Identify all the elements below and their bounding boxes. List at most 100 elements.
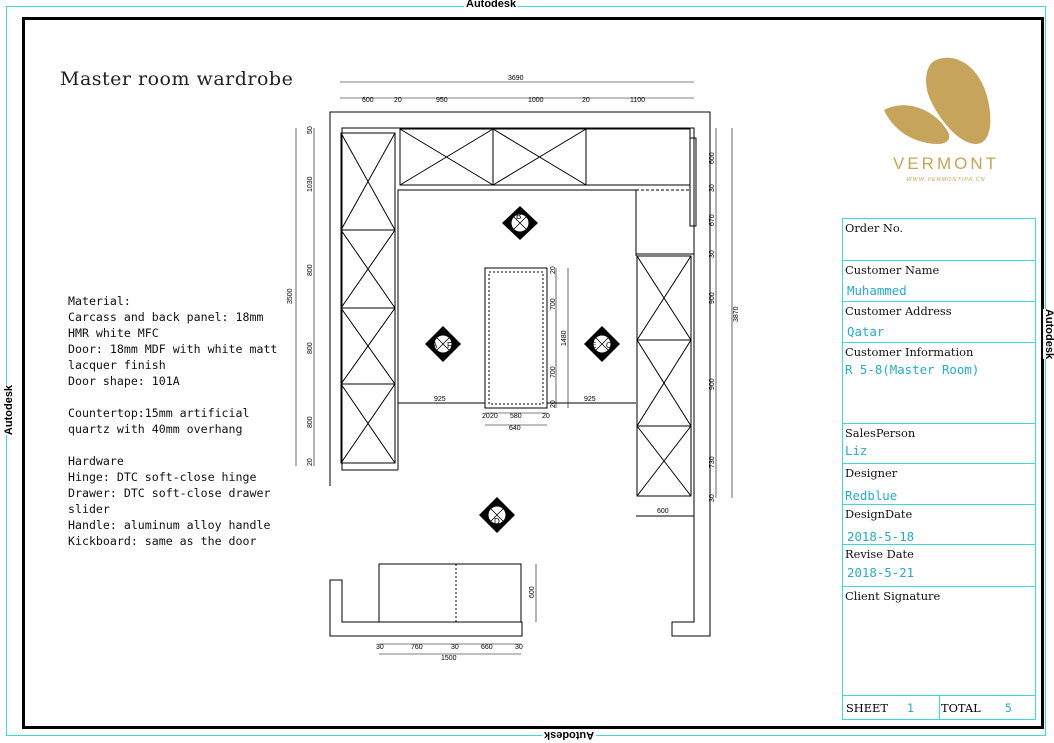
revise-date-label: Revise Date <box>845 547 914 561</box>
hardware-line: Hinge: DTC soft-close hinge <box>68 470 257 484</box>
dim-right: 30 <box>709 494 716 502</box>
material-line: Carcass and back panel: 18mm <box>68 310 264 324</box>
dim-bottom: 30 <box>376 644 384 651</box>
customer-address-label: Customer Address <box>845 304 952 318</box>
brand-url: WWW.VERMONTIPA.CN <box>906 177 986 183</box>
bottom-wall <box>329 579 523 637</box>
dim-island-bottom: 20 <box>490 413 498 420</box>
material-line: HMR white MFC <box>68 326 159 340</box>
dim-top: 20 <box>394 97 402 104</box>
dim-island-bottom: 20 <box>542 413 550 420</box>
dim-bottom: 760 <box>411 644 423 651</box>
dim-left-gap: 925 <box>434 396 446 403</box>
hardware-line: Handle: aluminum alloy handle <box>68 518 271 532</box>
marker-letter: A <box>432 341 438 350</box>
signature-row: Client Signature <box>843 587 1035 696</box>
customer-name-value: Muhammed <box>847 283 907 298</box>
island <box>484 267 548 409</box>
marker-letter: C <box>606 341 612 350</box>
marker-letter: B <box>516 212 521 221</box>
hardware-line: Kickboard: same as the door <box>68 534 257 548</box>
dim-left: 800 <box>307 416 314 428</box>
dim-left: 800 <box>307 264 314 276</box>
dim-bottom-total: 1500 <box>441 655 457 662</box>
dim-right: 900 <box>709 292 716 304</box>
material-line: Door: 18mm MDF with white matt <box>68 342 278 356</box>
view-marker-d: D <box>479 497 515 533</box>
top-right-cabinet <box>585 128 691 186</box>
customer-info-value: R 5-8(Master Room) <box>845 362 980 377</box>
frame-label-top: Autodesk <box>464 0 519 10</box>
dim-right: 900 <box>709 378 716 390</box>
sheet-value: 1 <box>907 701 914 715</box>
dim-right-depth: 600 <box>657 508 669 515</box>
bottom-bench <box>378 563 522 623</box>
title-block: Order No. Customer Name Muhammed Custome… <box>842 218 1036 720</box>
view-marker-af: A F <box>425 326 461 362</box>
hardware-line: slider <box>68 502 110 516</box>
dim-island-width: 640 <box>509 425 521 432</box>
order-no-label: Order No. <box>845 221 904 235</box>
total-label: TOTAL <box>941 701 981 715</box>
dim-top: 600 <box>362 97 374 104</box>
sheet-row: SHEET 1 TOTAL 5 <box>843 696 1035 719</box>
order-no-row: Order No. <box>843 219 1035 261</box>
signature-label: Client Signature <box>845 589 941 603</box>
dim-bottom: 660 <box>481 644 493 651</box>
dim-left: 20 <box>307 458 314 466</box>
designer-value: Redblue <box>845 488 898 503</box>
dim-island: 20 <box>550 266 557 274</box>
material-line: Door shape: 101A <box>68 374 180 388</box>
dim-right: 670 <box>709 214 716 226</box>
brand-name: VERMONT <box>893 154 999 173</box>
salesperson-value: Liz <box>845 443 868 458</box>
design-date-label: DesignDate <box>845 507 913 521</box>
dim-bottom-depth: 600 <box>529 586 536 598</box>
dim-left: 1030 <box>307 176 314 192</box>
hardware-line: Drawer: DTC soft-close drawer <box>68 486 271 500</box>
design-date-value: 2018-5-18 <box>847 529 915 544</box>
dim-island: 20 <box>550 400 557 408</box>
material-notes: Material: Carcass and back panel: 18mm H… <box>68 293 303 549</box>
dim-island-bottom: 20 <box>482 413 490 420</box>
outer-cyan-border <box>6 6 1046 736</box>
customer-name-label: Customer Name <box>845 263 940 277</box>
right-wardrobe <box>636 255 692 497</box>
dim-right-total: 3870 <box>733 306 740 322</box>
dim-island-bottom: 580 <box>510 413 522 420</box>
marker-letter: E <box>591 341 596 350</box>
dim-island: 700 <box>550 298 557 310</box>
view-marker-b: B <box>502 206 538 240</box>
counter-line <box>397 189 637 470</box>
dim-island: 700 <box>550 366 557 378</box>
dim-bottom: 30 <box>451 644 459 651</box>
marker-letter: F <box>447 341 452 350</box>
material-line: lacquer finish <box>68 358 166 372</box>
dim-left: 800 <box>307 342 314 354</box>
dim-left-total: 3500 <box>287 288 294 304</box>
dim-right: 30 <box>709 184 716 192</box>
dim-right-gap: 925 <box>584 396 596 403</box>
dim-top: 950 <box>436 97 448 104</box>
hardware-heading: Hardware <box>68 454 124 468</box>
dim-top: 1000 <box>528 97 544 104</box>
customer-address-row: Customer Address Qatar <box>843 302 1035 343</box>
left-wardrobe <box>340 132 396 464</box>
countertop-line: Countertop:15mm artificial <box>68 406 250 420</box>
dim-right: 30 <box>709 250 716 258</box>
dim-island-height: 1480 <box>561 330 568 346</box>
dim-right: 600 <box>709 152 716 164</box>
salesperson-row: SalesPerson Liz <box>843 424 1035 464</box>
customer-info-label: Customer Information <box>845 345 974 359</box>
total-value: 5 <box>1005 701 1012 715</box>
customer-info-row: Customer Information R 5-8(Master Room) <box>843 343 1035 424</box>
customer-address-value: Qatar <box>847 324 885 339</box>
view-marker-ec: E C <box>584 326 620 362</box>
drawing-title: Master room wardrobe <box>60 68 294 90</box>
side-panel <box>689 137 697 227</box>
dim-top-total: 3690 <box>508 75 524 82</box>
dim-left: 50 <box>307 126 314 134</box>
material-heading: Material: <box>68 294 131 308</box>
room-wall <box>329 111 711 637</box>
